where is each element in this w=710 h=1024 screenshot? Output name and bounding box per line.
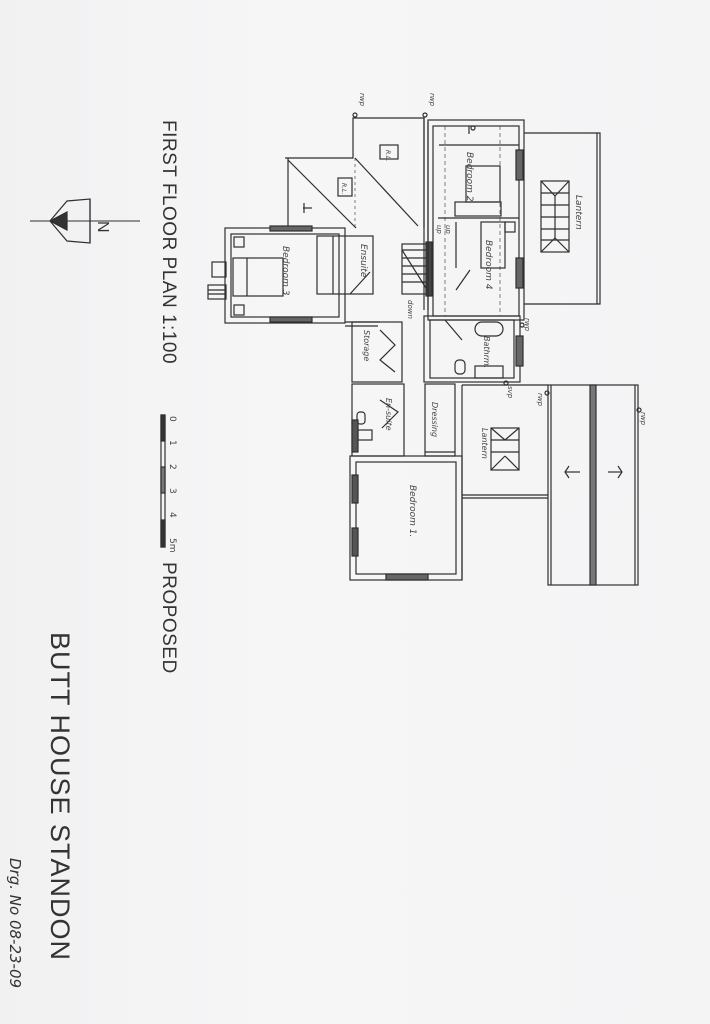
room-bedroom-2	[427, 119, 525, 321]
label-rl-2: R.L.	[340, 183, 347, 194]
label-stair-down: down	[406, 300, 414, 319]
label-rwp-5: rwp	[639, 412, 647, 426]
room-bedroom-3	[207, 225, 346, 324]
label-ensuite-lower: En-suite	[384, 398, 393, 431]
lantern-lower	[462, 384, 548, 499]
lantern-upper	[524, 132, 601, 305]
room-bedroom-4	[455, 221, 516, 291]
drawing-number: Drg. No 08-23-09	[6, 858, 24, 989]
label-stair-up-2: up	[444, 225, 452, 234]
label-rl-1: R.L.	[384, 150, 391, 161]
label-stair-up-1: up	[435, 225, 443, 234]
label-bedroom-3: Bedroom 3	[280, 246, 290, 296]
roof-lower	[547, 384, 639, 586]
label-rwp-3: rwp	[523, 318, 531, 332]
roof-section	[285, 117, 425, 229]
scale-tick-1: 1	[167, 440, 177, 446]
label-rwp-4: rwp	[536, 393, 544, 407]
label-ensuite-upper: Ensuite	[358, 244, 368, 278]
staircase	[401, 241, 433, 297]
label-rwp-1: rwp	[358, 93, 366, 107]
scale-tick-4: 4	[167, 512, 177, 518]
scale-tick-0: 0	[167, 416, 177, 422]
room-bathroom	[423, 315, 524, 383]
north-arrow-icon: N	[30, 198, 140, 244]
label-svp: svp	[506, 386, 514, 399]
label-rwp-2: rwp	[428, 93, 436, 107]
room-ensuite-lower	[351, 383, 405, 457]
scale-tick-3: 3	[167, 488, 177, 494]
label-bedroom-1: Bedroom 1.	[407, 485, 417, 537]
room-ensuite-upper	[316, 235, 374, 295]
label-dressing: Dressing	[430, 402, 439, 437]
plan-title: FIRST FLOOR PLAN 1:100	[158, 120, 179, 365]
scale-tick-5: 5m	[167, 538, 177, 553]
room-bedroom-1	[349, 385, 463, 581]
room-dressing	[424, 383, 456, 457]
scale-bar	[160, 414, 166, 548]
project-title: BUTT HOUSE STANDON	[45, 632, 75, 962]
label-storage: Storage	[362, 330, 371, 361]
label-bathroom: Bathrm.	[482, 336, 491, 368]
label-lantern-lower: Lantern	[480, 428, 489, 459]
status-label: PROPOSED	[158, 562, 179, 674]
label-bedroom-4: Bedroom 4	[483, 240, 493, 290]
room-storage	[351, 321, 403, 383]
label-lantern-upper: Lantern	[573, 195, 583, 230]
label-bedroom-2: Bedroom 2	[464, 152, 474, 202]
north-label: N	[94, 221, 111, 233]
scale-tick-2: 2	[167, 464, 177, 470]
